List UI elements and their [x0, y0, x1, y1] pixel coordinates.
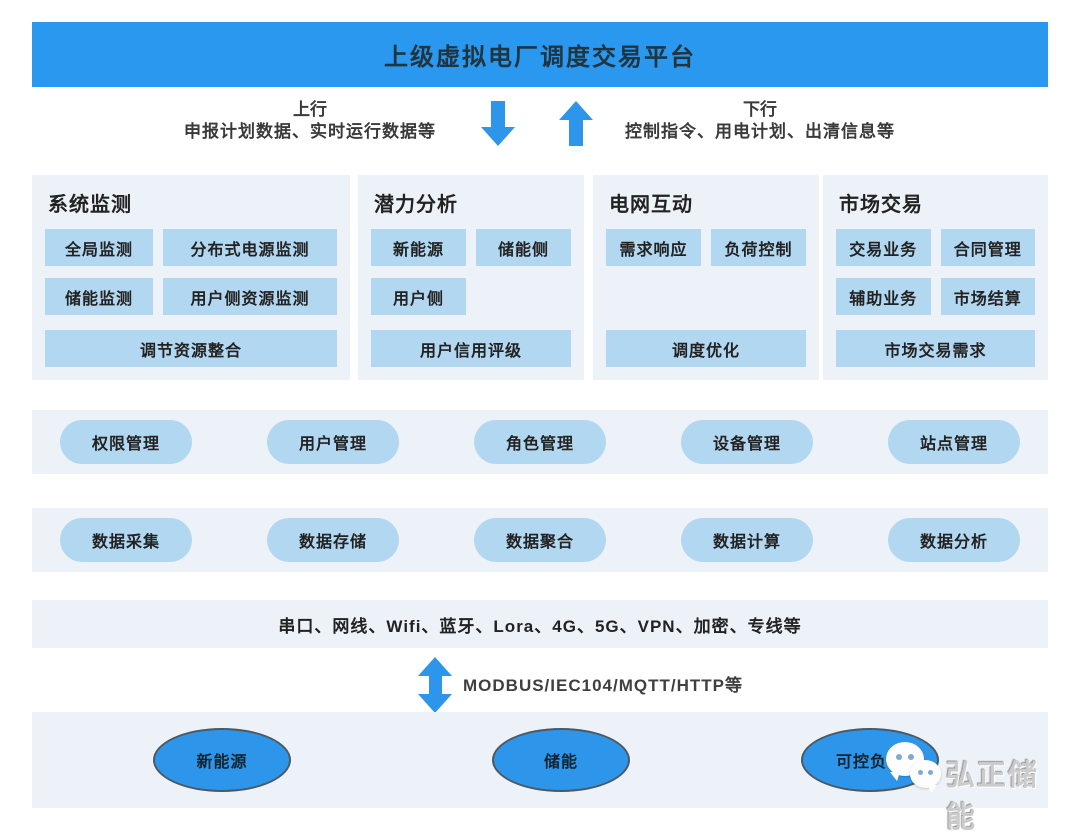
box-row: 市场交易需求: [836, 330, 1035, 367]
platform-title-banner: 上级虚拟电厂调度交易平台: [32, 22, 1048, 87]
uplink-label-block: 上行 申报计划数据、实时运行数据等: [170, 99, 450, 143]
uplink-label: 上行: [293, 100, 327, 119]
pill-data-computation: 数据计算: [681, 518, 813, 562]
box-empty: [476, 278, 571, 315]
module-potential-analysis: 潜力分析 新能源 储能侧 用户侧 用户信用评级: [358, 175, 584, 380]
module-title: 市场交易: [839, 194, 923, 216]
box-user-credit-rating: 用户信用评级: [371, 330, 571, 367]
box-row: 新能源 储能侧: [371, 229, 571, 266]
box-row: 调节资源整合: [45, 330, 337, 367]
box-ancillary-business: 辅助业务: [836, 278, 931, 315]
pill-user-management: 用户管理: [267, 420, 399, 464]
double-arrow-icon: [418, 657, 452, 713]
box-global-monitoring: 全局监测: [45, 229, 153, 266]
pill-data-collection: 数据采集: [60, 518, 192, 562]
box-row: 储能监测 用户侧资源监测: [45, 278, 337, 315]
box-demand-response: 需求响应: [606, 229, 701, 266]
uplink-desc: 申报计划数据、实时运行数据等: [184, 122, 436, 141]
ellipse-new-energy: 新能源: [153, 728, 291, 792]
box-row: 全局监测 分布式电源监测: [45, 229, 337, 266]
box-user-side: 用户侧: [371, 278, 466, 315]
downlink-label-block: 下行 控制指令、用电计划、出清信息等: [615, 99, 905, 143]
box-new-energy: 新能源: [371, 229, 466, 266]
module-title: 潜力分析: [374, 194, 458, 216]
box-row: 调度优化: [606, 330, 806, 367]
ellipse-controllable-load: 可控负荷: [801, 728, 939, 792]
connectivity-band: 串口、网线、Wifi、蓝牙、Lora、4G、5G、VPN、加密、专线等: [32, 600, 1048, 648]
box-dispatch-optimization: 调度优化: [606, 330, 806, 367]
module-title: 电网互动: [609, 194, 693, 216]
box-user-side-resource-monitoring: 用户侧资源监测: [163, 278, 337, 315]
box-row: 交易业务 合同管理: [836, 229, 1035, 266]
pill-device-management: 设备管理: [681, 420, 813, 464]
connectivity-text: 串口、网线、Wifi、蓝牙、Lora、4G、5G、VPN、加密、专线等: [278, 616, 802, 636]
module-grid-interaction: 电网互动 需求响应 负荷控制 调度优化: [593, 175, 819, 380]
box-load-control: 负荷控制: [711, 229, 806, 266]
box-market-trading-demand: 市场交易需求: [836, 330, 1035, 367]
data-layer-band: 数据采集 数据存储 数据聚合 数据计算 数据分析: [32, 508, 1048, 572]
box-row: 用户信用评级: [371, 330, 571, 367]
box-market-settlement: 市场结算: [940, 278, 1035, 315]
box-row: 需求响应 负荷控制: [606, 229, 806, 266]
pill-permission-management: 权限管理: [60, 420, 192, 464]
ellipse-energy-storage: 储能: [492, 728, 630, 792]
pill-data-storage: 数据存储: [267, 518, 399, 562]
module-title: 系统监测: [48, 194, 132, 216]
management-band: 权限管理 用户管理 角色管理 设备管理 站点管理: [32, 410, 1048, 474]
arrow-up-icon: [559, 101, 593, 146]
box-row: 用户侧: [371, 278, 571, 315]
resources-band: 新能源 储能 可控负荷: [32, 712, 1048, 808]
pill-role-management: 角色管理: [474, 420, 606, 464]
box-storage-monitoring: 储能监测: [45, 278, 153, 315]
downlink-desc: 控制指令、用电计划、出清信息等: [625, 122, 895, 141]
box-regulation-resource-integration: 调节资源整合: [45, 330, 337, 367]
box-trading-business: 交易业务: [836, 229, 931, 266]
downlink-label: 下行: [743, 100, 777, 119]
pill-site-management: 站点管理: [888, 420, 1020, 464]
box-contract-management: 合同管理: [940, 229, 1035, 266]
box-storage-side: 储能侧: [476, 229, 571, 266]
module-market-trading: 市场交易 交易业务 合同管理 辅助业务 市场结算 市场交易需求: [823, 175, 1048, 380]
platform-title: 上级虚拟电厂调度交易平台: [384, 44, 696, 71]
arrow-down-icon: [481, 101, 515, 146]
pill-data-aggregation: 数据聚合: [474, 518, 606, 562]
protocol-label: MODBUS/IEC104/MQTT/HTTP等: [463, 676, 743, 695]
box-distributed-power-monitoring: 分布式电源监测: [163, 229, 337, 266]
module-system-monitoring: 系统监测 全局监测 分布式电源监测 储能监测 用户侧资源监测 调节资源整合: [32, 175, 350, 380]
pill-data-analysis: 数据分析: [888, 518, 1020, 562]
box-row: 辅助业务 市场结算: [836, 278, 1035, 315]
